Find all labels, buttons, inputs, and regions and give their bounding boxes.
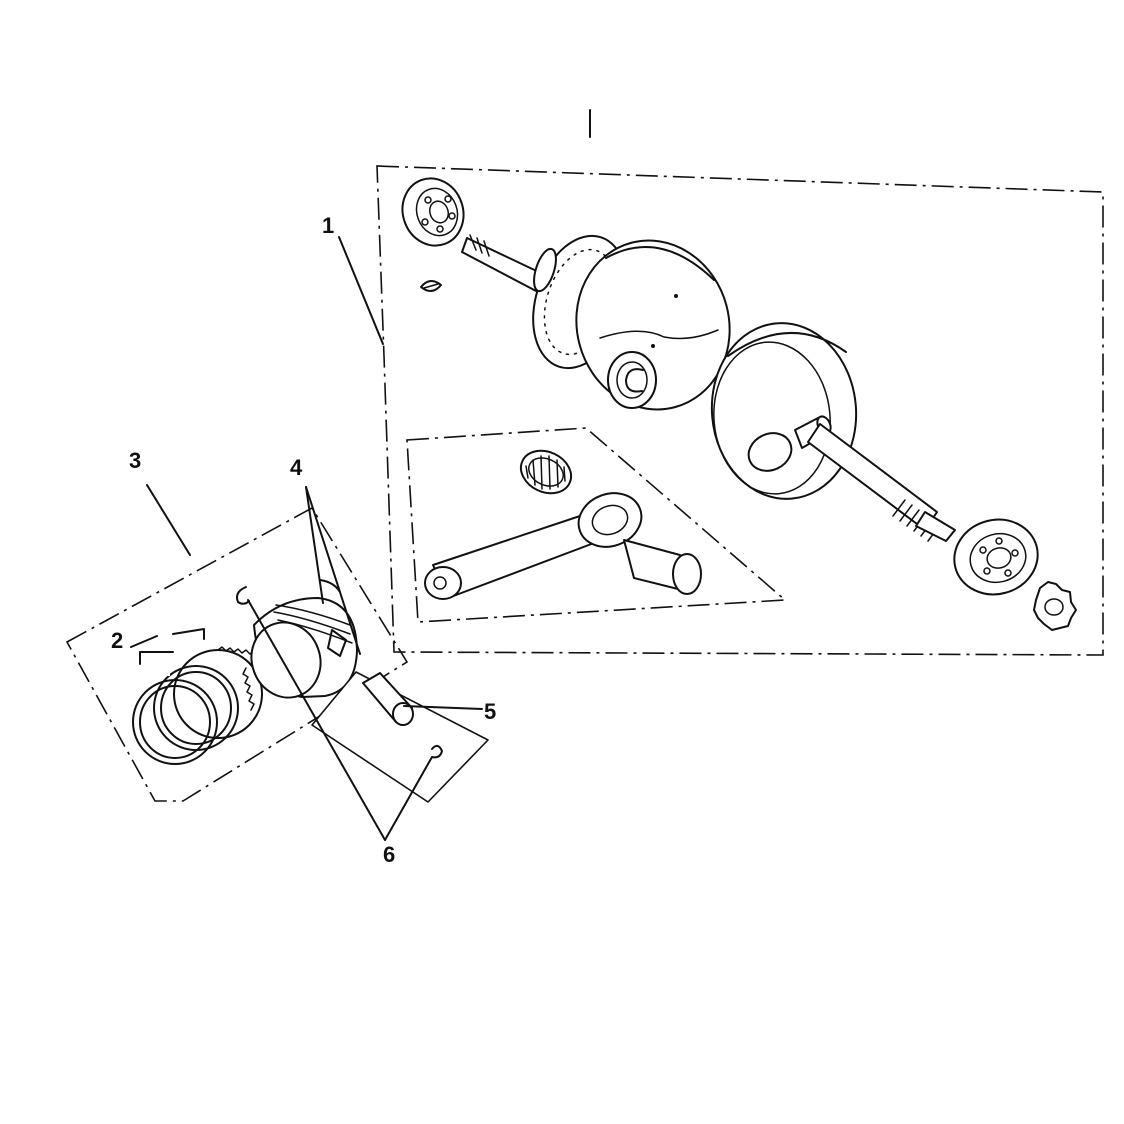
- piston-pin-clip-left: [236, 586, 250, 605]
- connecting-rod: [424, 492, 643, 600]
- right-main-bearing: [953, 518, 1039, 596]
- piston-pin-clip-right: [431, 745, 443, 759]
- piston-assembly-group: [65, 506, 489, 803]
- leader-5: [403, 705, 483, 710]
- piston-pin-subgroup: [311, 671, 489, 803]
- connecting-rod-subgroup: [406, 427, 788, 623]
- callout-4: 4: [290, 455, 303, 480]
- piston: [250, 579, 358, 699]
- crank-pin-sleeve: [623, 539, 702, 595]
- needle-bearing: [519, 449, 573, 495]
- right-flywheel: [710, 322, 858, 500]
- crankshaft-group-border: [376, 165, 1104, 656]
- leader-4b: [305, 486, 361, 655]
- callout-1: 1: [322, 213, 334, 238]
- leader-4a: [305, 486, 324, 604]
- piston-pin: [362, 672, 414, 726]
- leader-1: [338, 236, 384, 345]
- leader-3: [146, 484, 191, 556]
- callout-5: 5: [484, 699, 496, 724]
- conrod-subgroup-border: [406, 427, 788, 623]
- drive-sprocket: [1033, 581, 1077, 631]
- woodruff-key: [420, 280, 442, 292]
- left-main-bearing: [401, 177, 465, 247]
- leader-2-bracket-right: [172, 628, 205, 640]
- piston-rings: [132, 646, 263, 765]
- piston-group-border: [65, 506, 409, 802]
- leader-2-bracket-left: [139, 651, 174, 665]
- crankshaft-assembly-group: [376, 165, 1104, 656]
- callout-2: 2: [111, 628, 123, 653]
- callout-3: 3: [129, 448, 141, 473]
- leader-6a: [247, 599, 386, 841]
- right-crank-shaft: [807, 423, 956, 542]
- leader-2: [130, 635, 158, 648]
- callout-6: 6: [383, 842, 395, 867]
- leader-6b: [384, 756, 433, 841]
- left-flywheel: [575, 239, 731, 411]
- leader-lines: [130, 236, 483, 841]
